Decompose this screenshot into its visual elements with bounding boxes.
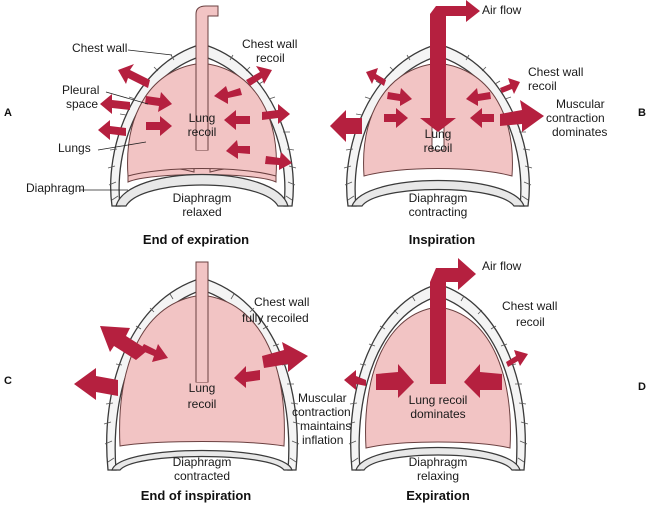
arrow-lung-recoil <box>470 108 494 128</box>
label-diaphragm-state: contracted <box>174 469 230 483</box>
label-lungs: Lungs <box>58 141 91 155</box>
label-muscular: contraction <box>546 111 605 125</box>
label-lung-recoil: recoil <box>188 397 217 411</box>
arrow-chest-recoil <box>500 78 520 94</box>
label-chest-wall: Chest wall <box>72 41 127 55</box>
arrow-muscular <box>500 100 544 132</box>
panel-a: Chest wall Chest wall recoil Pleural spa… <box>4 5 297 247</box>
arrow-lung-recoil <box>226 140 250 159</box>
arrow-chest-recoil <box>246 66 272 86</box>
label-chest-wall-recoil: recoil <box>516 315 545 329</box>
label-muscular: dominates <box>552 125 607 139</box>
label-diaphragm-state: Diaphragm <box>173 455 232 469</box>
arrow-chest-recoil <box>344 370 366 390</box>
arrow-lung-recoil <box>146 116 172 136</box>
arrow-chest-recoil <box>265 152 292 170</box>
label-chest-wall: Chest wall <box>254 295 309 309</box>
arrow-lung-recoil <box>376 364 414 398</box>
label-air-flow: Air flow <box>482 3 522 17</box>
arrow-lung-recoil <box>234 366 260 388</box>
diaphragm <box>115 173 289 207</box>
panel-caption: End of expiration <box>143 232 249 247</box>
trachea <box>195 261 209 382</box>
chest-wall-outline <box>350 283 526 471</box>
panel-letter: C <box>4 375 12 387</box>
diaphragm <box>111 449 293 471</box>
arrow-chest-outward <box>74 368 118 400</box>
arrow-chest-recoil <box>100 94 130 114</box>
arrow-lung-recoil <box>384 108 408 128</box>
arrow-muscular <box>330 110 362 142</box>
label-pleural-space: Pleural <box>62 83 99 97</box>
arrow-lung-recoil <box>145 92 172 112</box>
panel-d: Air flow Chest wall recoil Lung recoil d… <box>344 258 646 503</box>
arrow-chest-recoil <box>506 350 528 367</box>
arrow-chest-recoil <box>98 120 126 140</box>
panel-letter: A <box>4 107 12 119</box>
label-diaphragm-state: Diaphragm <box>409 191 468 205</box>
panel-c: Chest wall fully recoiled Muscular contr… <box>4 261 351 503</box>
panel-letter: B <box>638 107 646 119</box>
panel-caption: Expiration <box>406 488 470 503</box>
label-lung-recoil-dominates: dominates <box>410 407 465 421</box>
label-muscular: contraction <box>292 405 351 419</box>
label-diaphragm-state: relaxing <box>417 469 459 483</box>
arrow-lung-recoil <box>387 88 412 106</box>
lung-body <box>365 307 511 449</box>
arrow-lung-recoil <box>214 86 242 104</box>
label-air-flow: Air flow <box>482 259 522 273</box>
label-chest-wall-recoil: Chest wall <box>528 65 583 79</box>
label-chest-wall-recoil: recoil <box>256 51 285 65</box>
label-diaphragm: Diaphragm <box>26 181 85 195</box>
label-muscular: inflation <box>302 433 343 447</box>
label-diaphragm-state: contracting <box>409 205 468 219</box>
label-muscular: Muscular <box>298 391 347 405</box>
arrow-air-flow-in <box>420 0 480 132</box>
label-lung-recoil-dominates: Lung recoil <box>409 393 468 407</box>
panel-caption: End of inspiration <box>141 488 252 503</box>
label-chest-wall: fully recoiled <box>242 311 309 325</box>
trachea <box>195 5 219 150</box>
label-lung-recoil: recoil <box>188 125 217 139</box>
arrow-lung-recoil <box>140 344 168 362</box>
arrow-chest-recoil <box>118 64 150 88</box>
panel-b: Air flow Chest wall recoil Muscular cont… <box>330 0 646 247</box>
label-pleural-space: space <box>66 97 98 111</box>
label-muscular: Muscular <box>556 97 605 111</box>
arrow-muscular <box>262 342 308 372</box>
label-chest-wall-recoil: Chest wall <box>242 37 297 51</box>
panel-letter: D <box>638 381 646 393</box>
arrow-lung-recoil <box>224 110 250 130</box>
label-lung-recoil: recoil <box>424 141 453 155</box>
label-diaphragm-state: relaxed <box>182 205 221 219</box>
arrow-lung-recoil <box>464 364 502 398</box>
label-diaphragm-state: Diaphragm <box>173 191 232 205</box>
label-chest-wall-recoil: Chest wall <box>502 299 557 313</box>
panel-caption: Inspiration <box>409 232 476 247</box>
diaphragm <box>351 180 525 207</box>
label-lung-recoil: Lung <box>189 111 216 125</box>
label-diaphragm-state: Diaphragm <box>409 455 468 469</box>
label-lung-recoil: Lung <box>189 381 216 395</box>
arrow-air-flow-out <box>430 258 476 384</box>
leader-lines <box>80 49 173 191</box>
arrow-lung-recoil <box>466 88 491 106</box>
arrow-chest-recoil <box>262 104 290 124</box>
label-chest-wall-recoil: recoil <box>528 79 557 93</box>
label-lung-recoil: Lung <box>425 127 452 141</box>
arrow-chest-outward <box>100 326 148 360</box>
arrow-chest-recoil <box>366 68 386 86</box>
diaphragm <box>355 447 521 471</box>
label-muscular: maintains <box>300 419 351 433</box>
